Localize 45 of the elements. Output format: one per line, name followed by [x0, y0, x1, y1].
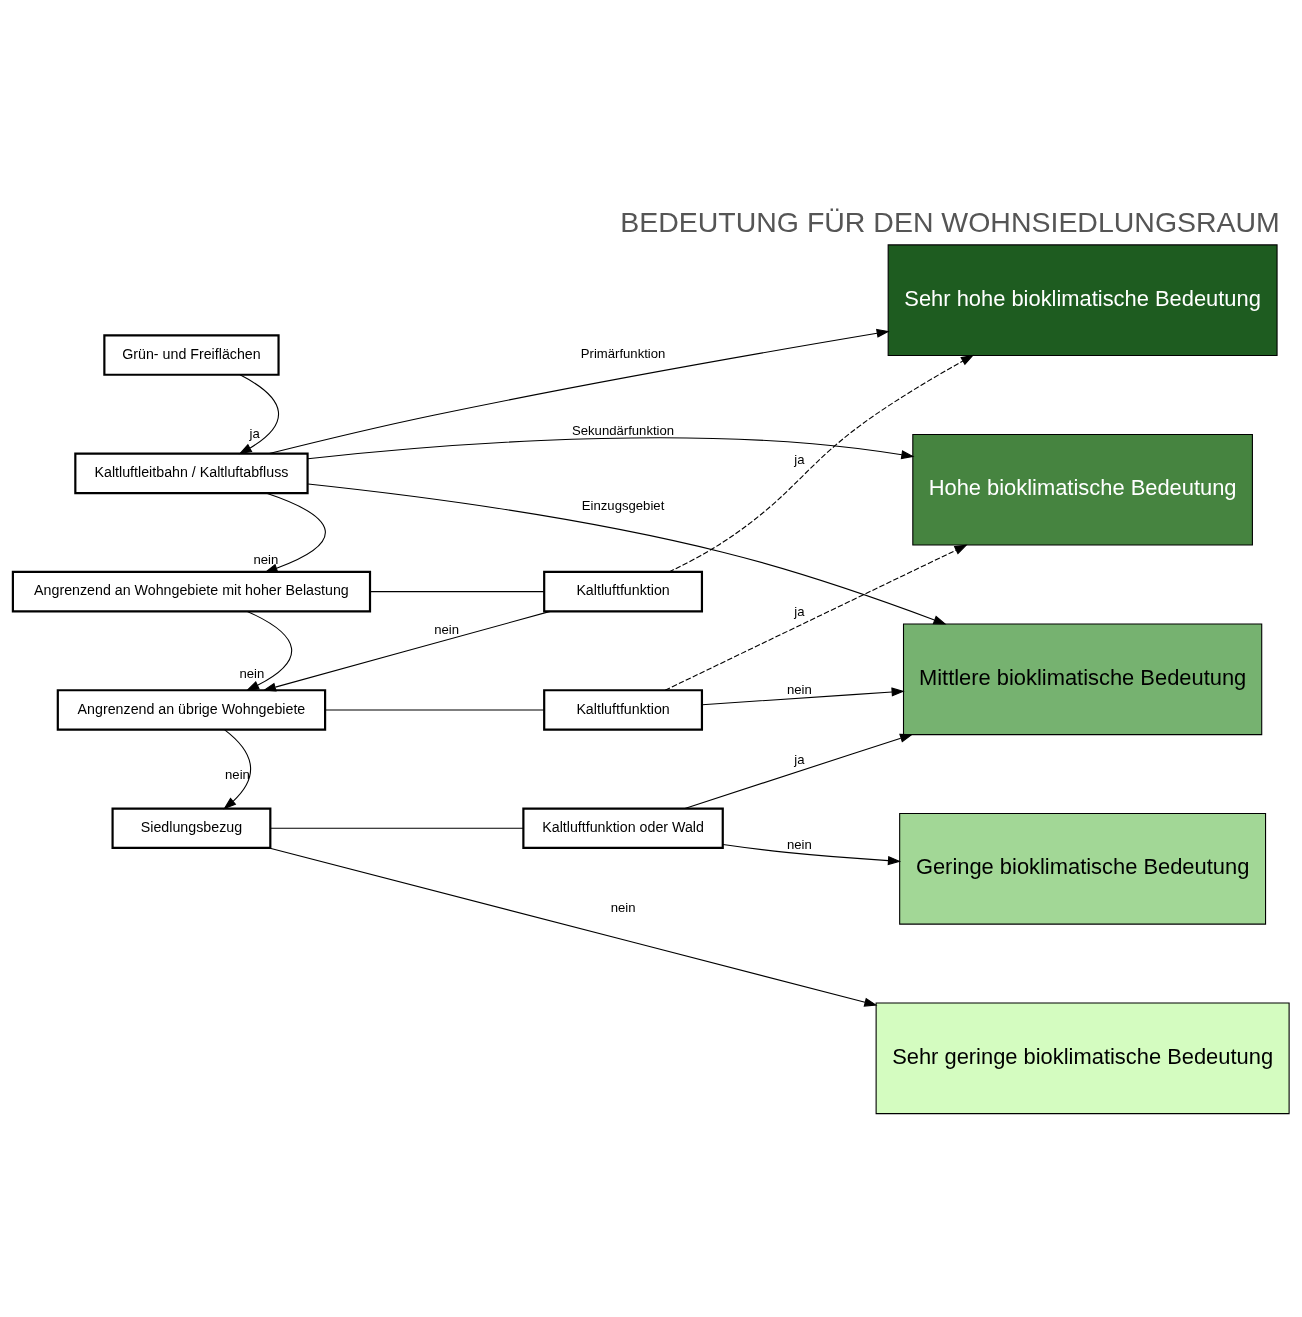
- edge-label: nein: [610, 899, 636, 915]
- node-box: Mittlere bioklimatische Bedeutung: [902, 622, 1263, 735]
- node-box: Kaltluftfunktion: [543, 570, 704, 612]
- arrow: [264, 492, 326, 572]
- arrow: [722, 843, 902, 865]
- arrow: [268, 847, 878, 1007]
- node-box: Kaltluftfunktion oder Wald: [522, 806, 724, 849]
- arrow: [701, 686, 905, 705]
- node-box: Kaltluftleitbahn / Kaltluftabfluss: [74, 452, 309, 494]
- node-box: Angrenzend an Wohngebiete mit hoher Belastung: [11, 570, 372, 612]
- arrow: [307, 436, 915, 459]
- node-box: Siedlungsbezug: [111, 806, 272, 849]
- node-box: Kaltluftfunktion: [543, 688, 704, 731]
- edge-label: Sekundärfunktion: [571, 422, 675, 438]
- arrow: [307, 482, 947, 624]
- edge-label: nein: [434, 621, 460, 637]
- edge-label: nein: [787, 681, 812, 697]
- connector: [270, 827, 524, 829]
- diagram-title: BEDEUTUNG FÜR DEN WOHNSIEDLUNGSRAUM: [620, 205, 1280, 238]
- edge-label: ja: [794, 603, 805, 619]
- edge-label: ja: [249, 425, 260, 441]
- edge-label: Primärfunktion: [580, 345, 666, 361]
- node-box: Sehr hohe bioklimatische Bedeutung: [887, 243, 1278, 356]
- edge-label: Einzugsgebiet: [581, 497, 665, 513]
- node-box: Angrenzend an übrige Wohngebiete: [56, 688, 327, 731]
- edge-label: ja: [794, 451, 805, 467]
- arrow: [664, 544, 968, 691]
- arrow: [223, 728, 252, 809]
- node-box: Grün- und Freiflächen: [103, 333, 280, 376]
- arrow: [238, 373, 279, 454]
- connector: [324, 708, 545, 710]
- arrow: [246, 610, 293, 691]
- edge-label: nein: [253, 551, 279, 567]
- arrow: [268, 328, 890, 454]
- edge-label: nein: [225, 766, 250, 782]
- edge-label: nein: [239, 665, 265, 681]
- arrow: [668, 354, 975, 572]
- node-box: Sehr geringe bioklimatische Bedeutung: [875, 1001, 1290, 1114]
- connector: [369, 590, 545, 592]
- edge-label: nein: [787, 836, 812, 852]
- node-box: Geringe bioklimatische Bedeutung: [899, 812, 1267, 925]
- node-box: Hohe bioklimatische Bedeutung: [912, 433, 1253, 546]
- arrow: [684, 733, 914, 809]
- edge-label: ja: [794, 751, 805, 767]
- arrow: [262, 610, 551, 692]
